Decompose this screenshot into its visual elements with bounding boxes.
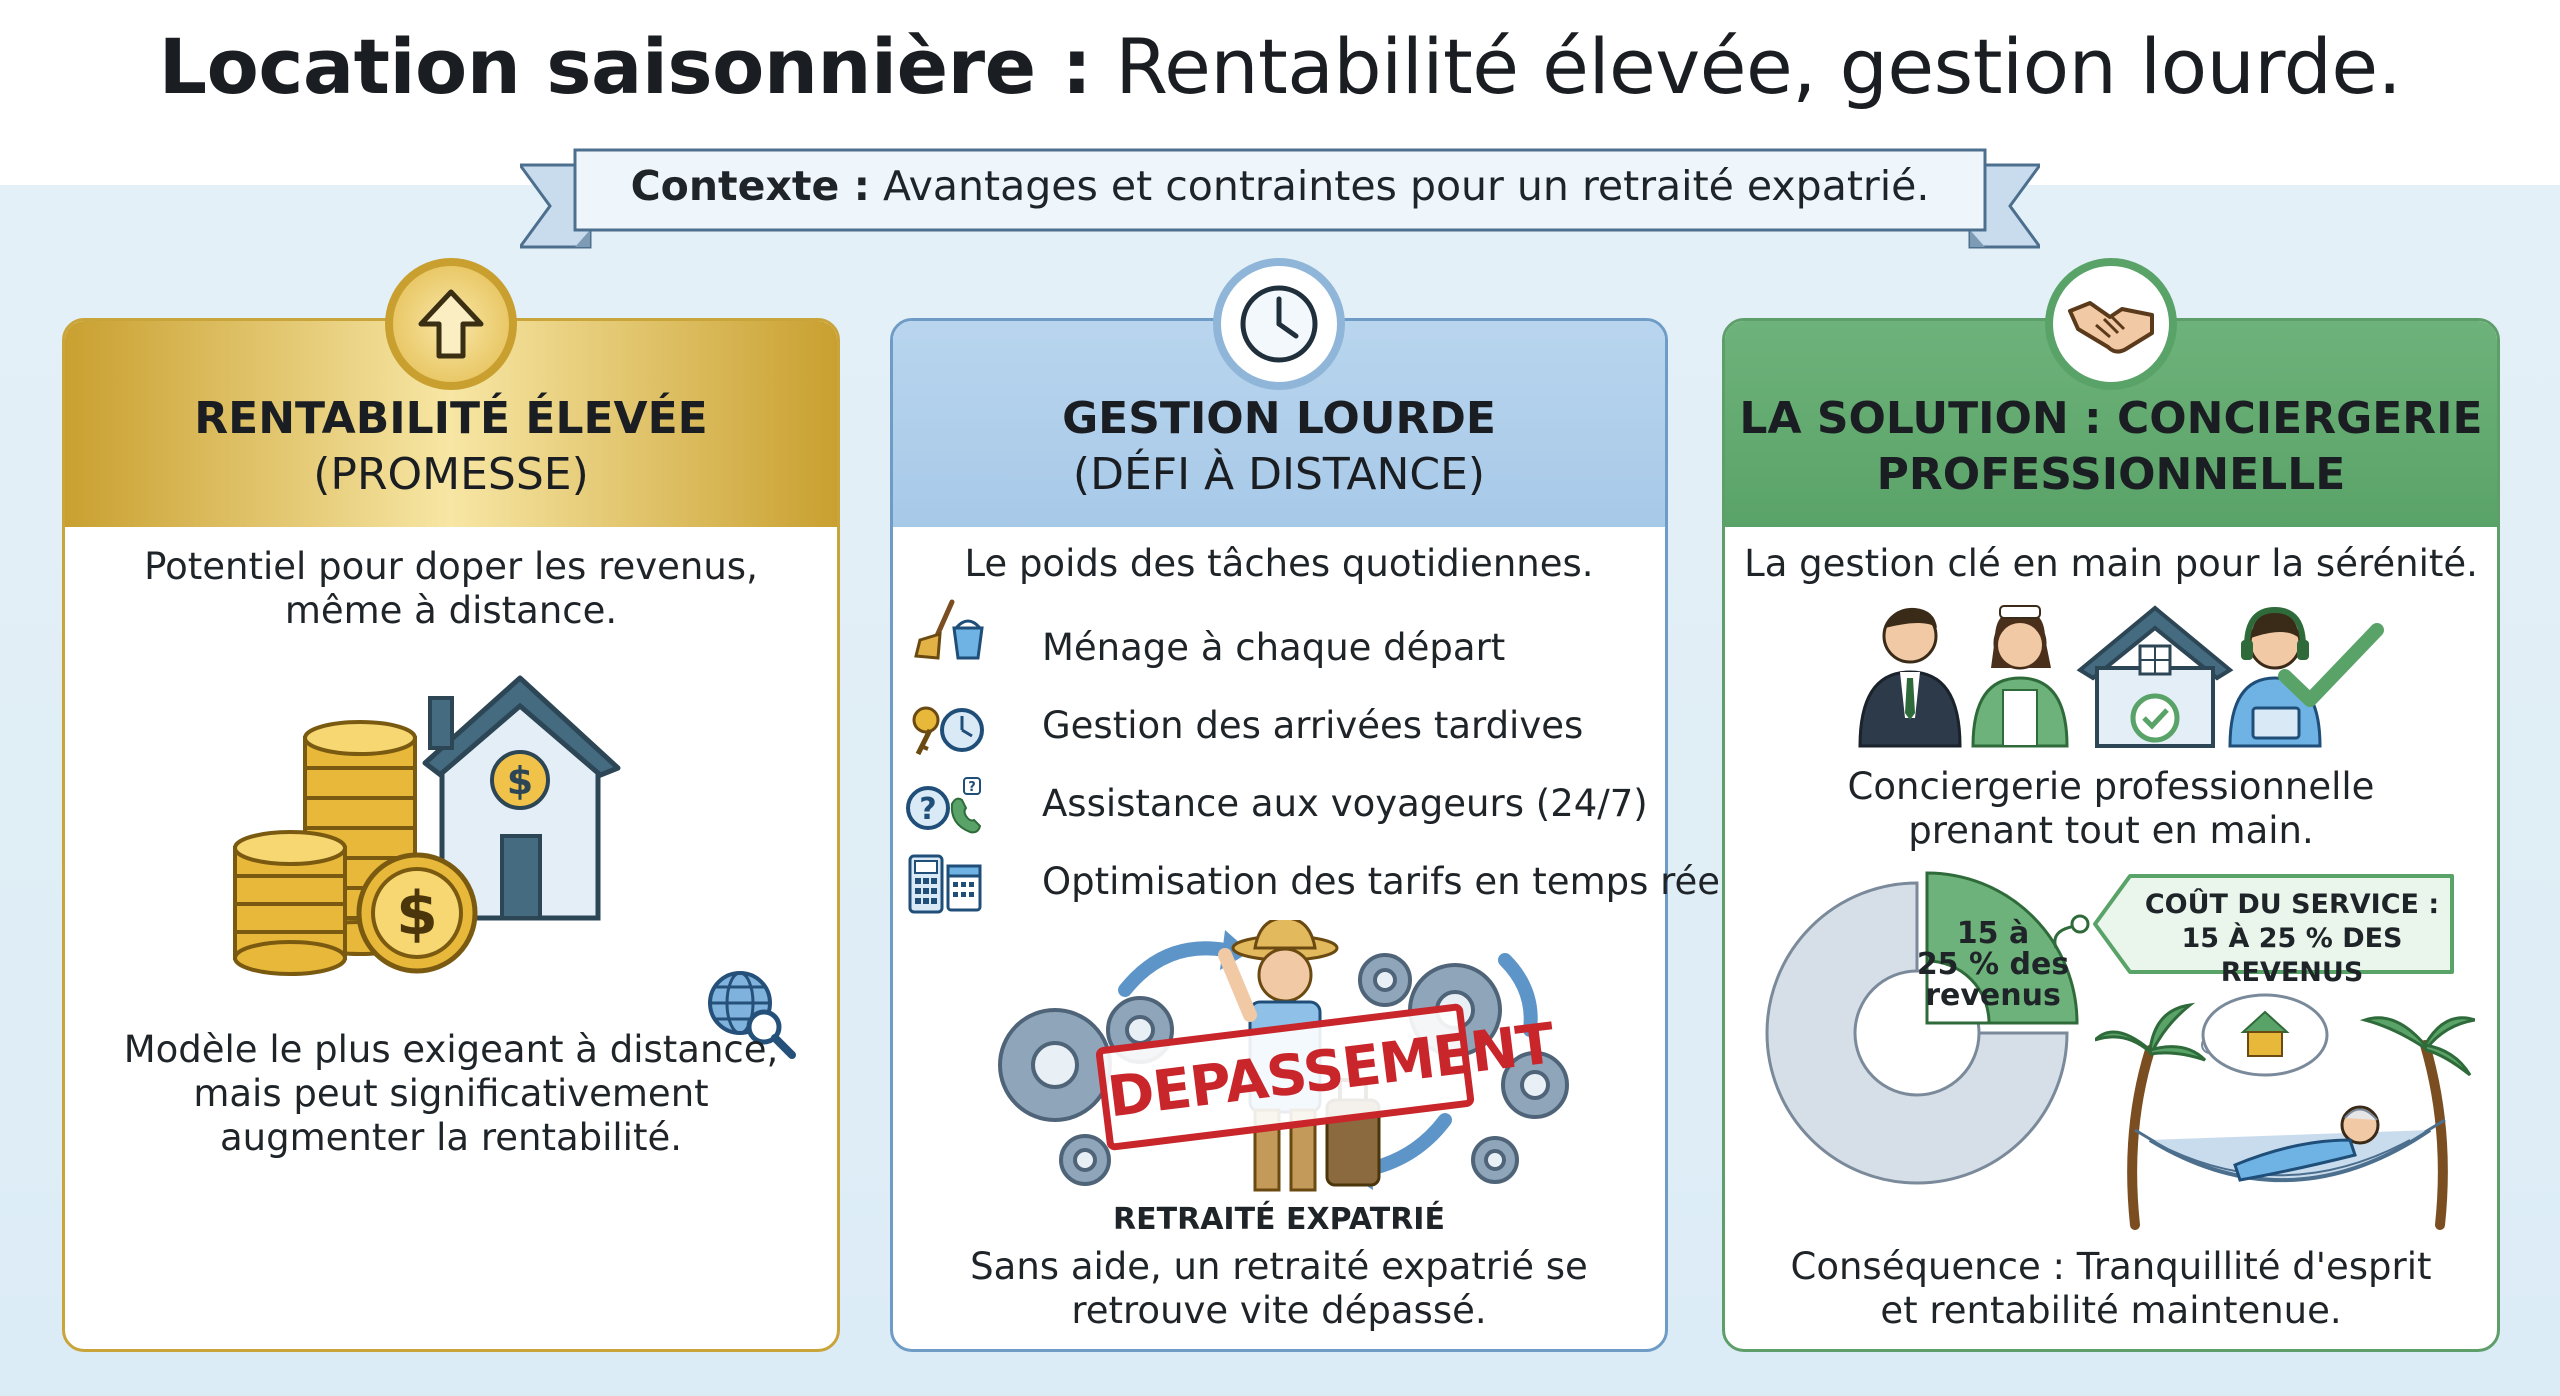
profitability-intro-line2: même à distance. <box>284 589 618 632</box>
concierge-intro: La gestion clé en main pour la sérénité. <box>1744 542 2478 585</box>
context-banner-text: Contexte : Avantages et contraintes pour… <box>575 150 1985 222</box>
concierge-conclusion-line1: Conséquence : Tranquillité d'esprit <box>1790 1245 2432 1288</box>
concierge-description: Conciergerie professionnelle prenant tou… <box>1722 765 2500 853</box>
donut-label: 15 à 25 % des revenus <box>1908 918 2078 1011</box>
concierge-description-line2: prenant tout en main. <box>1908 809 2314 852</box>
handshake-icon <box>2045 258 2177 390</box>
service-cost-donut <box>1765 871 2079 1185</box>
task-late-arrivals: Gestion des arrivées tardives <box>1042 704 1584 747</box>
context-label: Contexte : <box>630 162 870 210</box>
panel-concierge-solution: LA SOLUTION : CONCIERGERIE PROFESSIONNEL… <box>1722 318 2500 1352</box>
service-cost-tag-line1: COÛT DU SERVICE : <box>2144 889 2440 920</box>
hammock-relax-illustration <box>2095 993 2475 1230</box>
page-title-bold: Location saisonnière : <box>158 22 1092 111</box>
panel-profitability-header: RENTABILITÉ ÉLEVÉE (PROMESSE) <box>65 321 837 527</box>
panel-profitability-title: RENTABILITÉ ÉLEVÉE <box>194 393 708 444</box>
panel-heavy-management-subtitle: (DÉFI À DISTANCE) <box>1072 449 1486 500</box>
svg-text:?: ? <box>919 792 936 827</box>
profitability-conclusion-line2: mais peut significativement <box>193 1072 709 1115</box>
task-cleaning: Ménage à chaque départ <box>1042 626 1506 669</box>
clock-icon <box>1213 258 1345 390</box>
arrow-up-icon <box>385 258 517 390</box>
panel-profitability-subtitle: (PROMESSE) <box>313 449 589 500</box>
management-conclusion: Sans aide, un retraité expatrié se retro… <box>890 1245 1668 1333</box>
overwhelmed-retiree-illustration <box>998 920 1569 1192</box>
profitability-conclusion: Modèle le plus exigeant à distance, mais… <box>62 1028 840 1160</box>
task-guest-assistance: Assistance aux voyageurs (24/7) <box>1042 782 1648 825</box>
management-intro: Le poids des tâches quotidiennes. <box>964 542 1594 585</box>
panel-concierge-solution-title: LA SOLUTION : CONCIERGERIE <box>1739 393 2483 444</box>
price-tag-icon <box>2053 874 2454 974</box>
service-cost-tag: COÛT DU SERVICE : 15 À 25 % DES REVENUS <box>2132 888 2452 990</box>
context-ribbon <box>520 148 2040 249</box>
panel-heavy-management: GESTION LOURDE (DÉFI À DISTANCE) <box>890 318 1668 1352</box>
panel-heavy-management-title: GESTION LOURDE <box>1062 393 1496 444</box>
panel-concierge-solution-subtitle: PROFESSIONNELLE <box>1876 449 2346 500</box>
donut-label-line2: 25 % des <box>1916 947 2070 982</box>
profitability-conclusion-line1: Modèle le plus exigeant à distance, <box>123 1028 779 1071</box>
retiree-caption: RETRAITÉ EXPATRIÉ <box>1113 1202 1445 1237</box>
service-cost-tag-line2: 15 À 25 % DES REVENUS <box>2181 923 2403 988</box>
concierge-description-line1: Conciergerie professionnelle <box>1847 765 2375 808</box>
donut-label-line3: revenus <box>1925 978 2061 1013</box>
key-clock-icon <box>912 706 984 756</box>
concierge-conclusion-line2: et rentabilité maintenue. <box>1880 1289 2342 1332</box>
svg-text:$: $ <box>396 879 438 949</box>
profitability-intro: Potentiel pour doper les revenus, même à… <box>62 545 840 633</box>
broom-bucket-icon <box>914 599 984 660</box>
page-title: Location saisonnière : Rentabilité élevé… <box>0 22 2560 111</box>
calculator-calendar-icon <box>908 854 982 914</box>
profitability-conclusion-line3: augmenter la rentabilité. <box>220 1116 682 1159</box>
svg-text:?: ? <box>968 780 976 795</box>
page-title-rest: Rentabilité élevée, gestion lourde. <box>1115 22 2402 111</box>
panel-profitability: RENTABILITÉ ÉLEVÉE (PROMESSE) <box>62 318 840 1352</box>
profitability-intro-line1: Potentiel pour doper les revenus, <box>144 545 758 588</box>
task-rate-optimization: Optimisation des tarifs en temps réel <box>1042 860 1731 903</box>
context-text: Avantages et contraintes pour un retrait… <box>883 162 1930 210</box>
concierge-team-illustration <box>1858 605 2384 748</box>
coins-house-illustration: $ $ <box>233 675 621 976</box>
help-phone-icon: ? ? <box>906 777 982 834</box>
svg-text:$: $ <box>507 759 533 803</box>
globe-search-icon <box>708 971 796 1059</box>
management-conclusion-line2: retrouve vite dépassé. <box>1071 1289 1487 1332</box>
concierge-conclusion: Conséquence : Tranquillité d'esprit et r… <box>1722 1245 2500 1333</box>
management-conclusion-line1: Sans aide, un retraité expatrié se <box>970 1245 1588 1288</box>
donut-label-line1: 15 à <box>1956 916 2030 951</box>
